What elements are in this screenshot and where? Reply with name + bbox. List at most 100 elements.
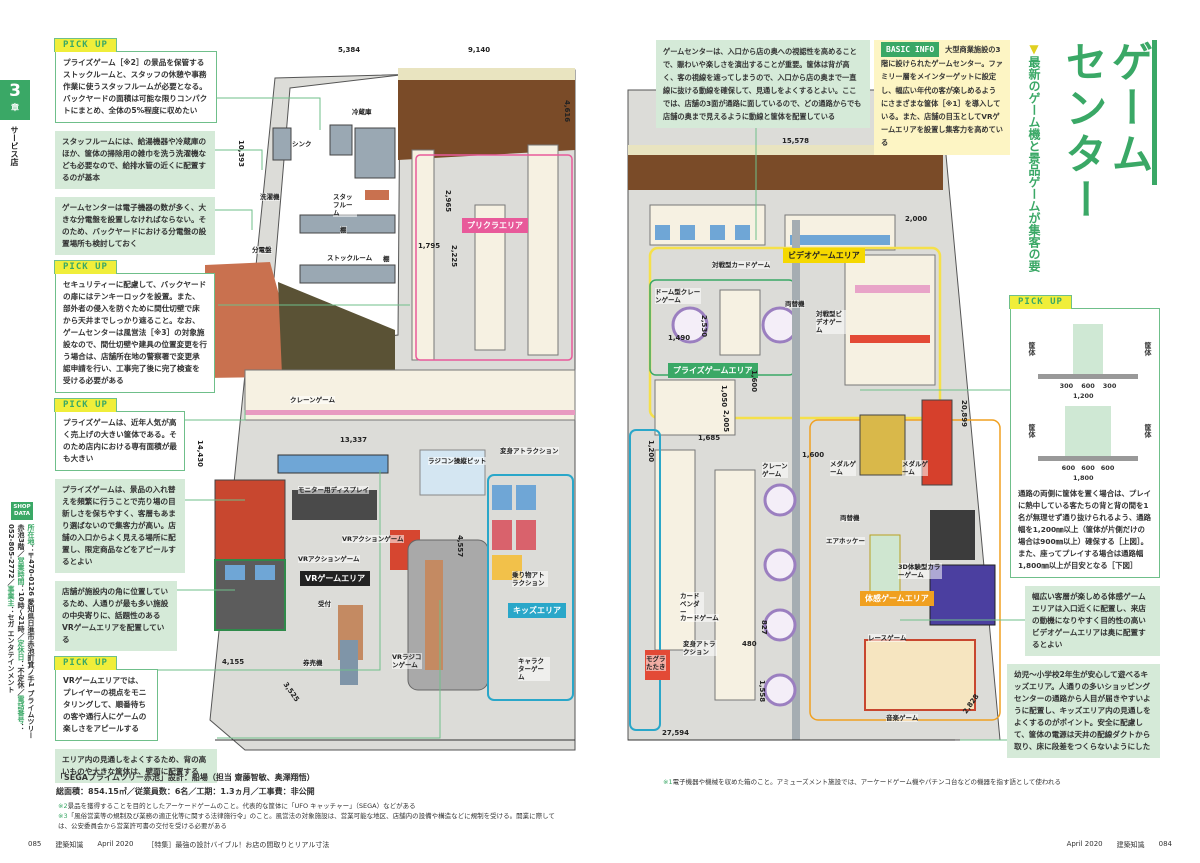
note-text: プライズゲームは、景品の入れ替えを頻繁に行うことで売り場の目新しさを保ちやすく、…: [62, 485, 176, 566]
dim: 300: [1059, 382, 1074, 390]
footnote-mark: ※1: [663, 778, 673, 786]
left-notes-column: PICK UP プライズゲーム［※2］の景品を保管するストックルームと、スタッフ…: [54, 38, 217, 783]
plan-label: VRアクションゲーム: [298, 555, 360, 563]
plan-label: 対戦型ビデオゲーム: [816, 310, 846, 334]
shop-value: ：〒470-0126 愛知県日進市赤池町箕ノ手1 プライムツリー赤池3階／: [17, 524, 35, 739]
area-tag-video: ビデオゲームエリア: [783, 248, 865, 263]
footnote-text: 景品を獲得することを目的としたアーケードゲームのこと。代表的な筐体に「UFO キ…: [67, 802, 416, 810]
plan-label: 受付: [318, 600, 331, 608]
chapter-tab: 3 章: [0, 80, 30, 120]
plan-label: モグラたたき: [646, 655, 666, 671]
shop-key: 所在地: [27, 524, 35, 545]
shop-data: 所在地：〒470-0126 愛知県日進市赤池町箕ノ手1 プライムツリー赤池3階／…: [6, 524, 36, 744]
shop-key: 定休日: [17, 639, 25, 661]
chapter-number: 3: [9, 81, 21, 101]
note-text: 通路の両側に筐体を置く場合は、プレイに熱中している客たちの背と背の間を1名が無理…: [1018, 489, 1152, 570]
pickup-vr-note: PICK UP VRゲームエリアでは、プレイヤーの視点をモニタリングして、順番待…: [54, 656, 158, 741]
note-text: ゲームセンターは電子機器の数が多く、大きな分電盤を設置しなければならない。そのた…: [62, 203, 207, 248]
area-tag-purikura: プリクラエリア: [462, 218, 528, 233]
diagram-bottom: 筐体 筐体: [1028, 406, 1152, 461]
dim: 600: [1081, 464, 1095, 472]
shop-key: 事業主: [7, 585, 15, 607]
plan-label: 変身アトラクション: [500, 447, 559, 455]
note-text: スタッフルームには、給湯機器や冷蔵庫のほか、筐体の掃除用の雑巾を洗う洗濯機なども…: [62, 137, 207, 182]
note-text: エリア内の見通しをよくするため、背の高いものや大きな筐体は、壁面に配置する: [62, 755, 207, 776]
dimension: 1,558: [758, 680, 766, 703]
pickup-prize-note: PICK UP プライズゲームは、近年人気が高く売上げの大きい筐体である。そのた…: [54, 398, 185, 471]
plan-label: シンク: [292, 140, 312, 148]
note-text: プライズゲーム［※2］の景品を保管するストックルームと、スタッフの休憩や事務作業…: [63, 58, 208, 115]
plan-label: VRアクションゲーム: [342, 535, 404, 543]
footnote-mark: ※3: [58, 812, 68, 820]
shop-value: ：セガ エンタテインメント: [7, 606, 15, 693]
dimension: 4,616: [563, 100, 571, 123]
cabinet-label: 筐体: [1144, 342, 1152, 356]
credits-line2: 総面積：854.15㎡／従業員数：6名／工期：1.3ヵ月／工事費：非公開: [56, 787, 315, 796]
pickup-tag: PICK UP: [54, 398, 117, 412]
note-text: ゲームセンターは、入口から店の奥への視認性を高めることで、賑わいや楽しさを演出す…: [663, 47, 862, 121]
plan-label: キャラクターゲーム: [518, 657, 550, 681]
shop-value: ：10時～21時／: [17, 584, 25, 640]
footnote-text: 電子機器や機械を収めた箱のこと。アミューズメント施設では、アーケードゲーム機やパ…: [672, 778, 1062, 786]
plan-label: メダルゲーム: [830, 460, 856, 476]
plan-label: 分電盤: [252, 246, 272, 254]
section-label: サービス店: [10, 126, 19, 166]
dimension: 827: [760, 620, 768, 635]
footnote-mark: ※2: [58, 802, 68, 810]
dim: 600: [1061, 464, 1076, 472]
plan-label: 乗り物アトラクション: [512, 571, 548, 587]
dim-total: 1,800: [1073, 474, 1094, 482]
plan-label: 対戦型カードゲーム: [712, 261, 771, 269]
dimension: 27,594: [662, 729, 690, 737]
plan-label: 音楽ゲーム: [886, 714, 919, 722]
dimension: 2,530: [700, 315, 708, 338]
issue-date: April 2020: [1066, 840, 1103, 848]
aisle-highlight: [1073, 324, 1103, 374]
feature-title: ［特集］最強の設計バイブル！お店の間取りとリアル寸法: [147, 841, 330, 849]
plan-label: VRラジコンゲーム: [392, 653, 422, 669]
issue-date: April 2020: [97, 840, 134, 848]
plan-label: 洗濯機: [260, 193, 280, 201]
taikan-placement-note: 幅広い客層が楽しめる体感ゲームエリアは入口近くに配置し、来店の動機になりやすく目…: [1025, 586, 1160, 656]
left-page-footer: 085 建築知識 April 2020 ［特集］最強の設計バイブル！お店の間取り…: [28, 840, 329, 850]
dimension: 4,155: [222, 658, 245, 666]
shop-key: 営業時間: [17, 556, 25, 585]
note-text: 店舗が施設内の角に位置しているため、人通りが最も多い施設の中央寄りに、話題性のあ…: [62, 587, 169, 644]
plan-label: ラジコン操縦ピット: [428, 457, 487, 465]
visibility-note: エリア内の見通しをよくするため、背の高いものや大きな筐体は、壁面に配置する: [55, 749, 217, 783]
dimension: 1,685: [698, 434, 721, 442]
center-visibility-note: ゲームセンターは、入口から店の奥への視認性を高めることで、賑わいや楽しさを演出す…: [656, 40, 870, 128]
dimension: 10,393: [237, 140, 245, 168]
shop-data-tag: SHOP DATA: [11, 502, 33, 520]
plan-label: ドーム型クレーンゲーム: [655, 288, 701, 304]
dimension: 14,430: [196, 440, 204, 468]
kids-area-note: 幼児～小学校2年生が安心して遊べるキッズエリア。人通りの多いショッピングセンター…: [1007, 664, 1160, 758]
cabinet-label: 筐体: [1028, 424, 1036, 438]
dim: 600: [1100, 464, 1115, 472]
plan-label: 冷蔵庫: [352, 108, 372, 116]
dimension: 1,490: [668, 334, 691, 342]
credits-line1: 「SEGAプライムツリー赤池」設計：船場（担当 齋藤智敏、奥澤翔悟）: [56, 773, 315, 782]
note-text: 幼児～小学校2年生が安心して遊べるキッズエリア。人通りの多いショッピングセンター…: [1014, 670, 1151, 751]
page-number: 084: [1158, 840, 1172, 848]
footnote-2: ※2景品を獲得することを目的としたアーケードゲームのこと。代表的な筐体に「UFO…: [58, 800, 416, 810]
shop-value: ：不定休／: [17, 660, 25, 696]
area-tag-prize: プライズゲームエリア: [668, 363, 758, 378]
shop-key: 電話番号: [17, 695, 25, 724]
pickup-tag: PICK UP: [54, 656, 117, 670]
plan-label: メダルゲーム: [902, 460, 928, 476]
plan-label: エアホッケー: [826, 537, 865, 545]
plan-label: レースゲーム: [868, 634, 907, 642]
note-text: 大型商業施設の3階に設けられたゲームセンター。ファミリー層をメインターゲットに設…: [881, 45, 1003, 148]
plan-label: 棚: [340, 226, 347, 234]
cabinet-label: 筐体: [1144, 424, 1152, 438]
pickup-tag: PICK UP: [1009, 295, 1072, 309]
footnote-3: ※3「風俗営業等の規制及び業務の適正化等に関する法律施行令」のこと。風営法の対象…: [58, 811, 558, 831]
dimension: 480: [742, 640, 757, 648]
magazine-name: 建築知識: [55, 841, 84, 849]
plan-label: クレーンゲーム: [762, 462, 788, 478]
dimension: 1,600: [750, 370, 758, 393]
